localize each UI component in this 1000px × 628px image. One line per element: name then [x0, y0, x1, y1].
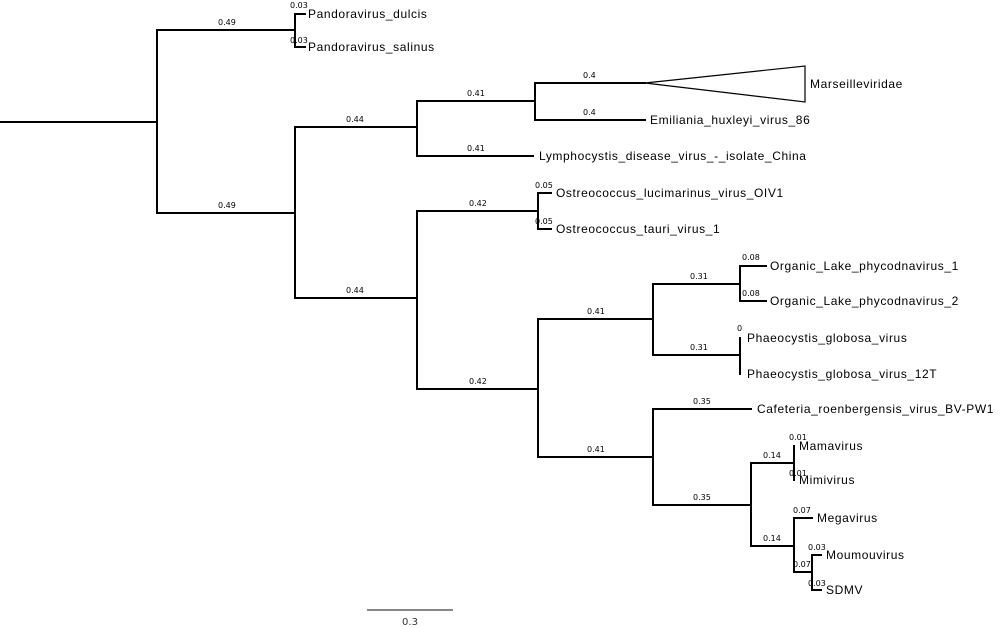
branch-length-label: 0.03	[808, 543, 826, 552]
leaf-label: Megavirus	[817, 511, 878, 525]
leaf-label: Ostreococcus_lucimarinus_virus_OIV1	[556, 186, 784, 200]
branch-length-label: 0.31	[690, 272, 708, 281]
branch-length-label: 0.41	[467, 89, 485, 98]
branch-length-label: 0.01	[789, 433, 807, 442]
leaf-label: Mimivirus	[799, 473, 855, 487]
scale-bar-label: 0.3	[402, 617, 418, 628]
branch-length-label: 0.07	[793, 506, 811, 515]
leaf-label: Mamavirus	[799, 439, 863, 453]
branch-length-label: 0.14	[763, 451, 781, 460]
leaf-label: Pandoravirus_dulcis	[308, 7, 427, 21]
branch-length-label: 0.41	[587, 307, 605, 316]
leaf-label: Lymphocystis_disease_virus_-_isolate_Chi…	[539, 149, 807, 163]
leaf-label: Pandoravirus_salinus	[308, 40, 435, 54]
branch-length-label: 0.41	[467, 144, 485, 153]
branch-length-label: 0.35	[693, 493, 711, 502]
branch-length-label: 0.4	[583, 71, 596, 80]
branch-length-label: 0.07	[793, 560, 811, 569]
leaf-label: Organic_Lake_phycodnavirus_1	[770, 259, 959, 273]
collapsed-clade-marseilleviridae	[644, 65, 806, 103]
branch-length-label: 0.49	[218, 201, 236, 210]
branch-length-label: 0.05	[535, 181, 553, 190]
branch-length-label: 0.41	[587, 445, 605, 454]
leaf-label: Cafeteria_roenbergensis_virus_BV-PW1	[757, 402, 994, 416]
leaf-label: Phaeocystis_globosa_virus_12T	[747, 367, 937, 381]
leaf-label: Marseilleviridae	[810, 77, 903, 91]
branch-length-label: 0.35	[693, 397, 711, 406]
branch-length-label: 0.08	[742, 289, 760, 298]
leaf-label: Emiliania_huxleyi_virus_86	[650, 113, 810, 127]
branch-length-label: 0.31	[690, 343, 708, 352]
branch-length-label: 0.01	[789, 469, 807, 478]
branch-length-label: 0.14	[763, 534, 781, 543]
leaf-label: Organic_Lake_phycodnavirus_2	[770, 294, 959, 308]
leaf-label: SDMV	[826, 583, 863, 597]
branch-length-label: 0.05	[535, 217, 553, 226]
branch-length-label: 0	[737, 324, 742, 333]
leaf-label: Moumouvirus	[826, 548, 905, 562]
branch-length-label: 0.49	[218, 18, 236, 27]
branch-length-label: 0.03	[808, 579, 826, 588]
leaf-label: Ostreococcus_tauri_virus_1	[556, 222, 720, 236]
branch-length-label: 0.42	[469, 377, 487, 386]
leaf-label: Phaeocystis_globosa_virus	[747, 331, 907, 345]
branch-length-label: 0.03	[290, 1, 308, 10]
branch-length-label: 0.08	[742, 253, 760, 262]
branch-length-label: 0.03	[290, 36, 308, 45]
branch-length-label: 0.44	[346, 115, 364, 124]
branch-length-label: 0.42	[469, 199, 487, 208]
branch-length-label: 0.44	[346, 286, 364, 295]
branch-length-label: 0.4	[583, 108, 596, 117]
